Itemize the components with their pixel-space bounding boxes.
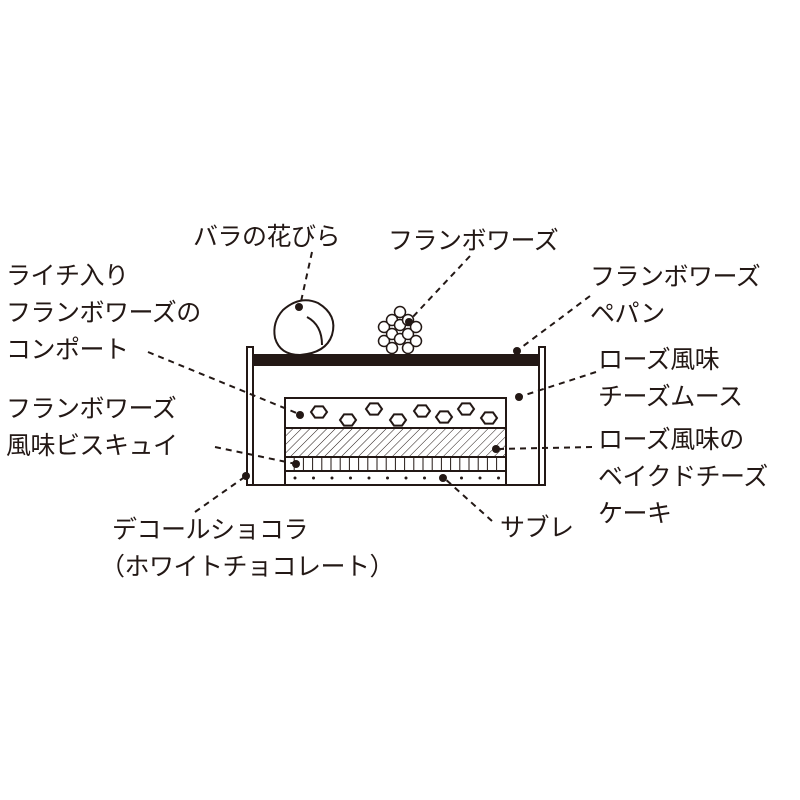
sable-dot — [293, 476, 297, 480]
label-decor-chocolate: デコールショコラ （ホワイトチョコレート） — [100, 511, 395, 585]
label-line: フランボワーズ — [590, 262, 761, 291]
raspberry-drupelet — [401, 327, 415, 341]
raspberry-drupelet — [409, 334, 423, 348]
label-line: （ホワイトチョコレート） — [100, 552, 395, 581]
raspberry-drupelet — [393, 305, 407, 319]
baked-cheesecake-layer — [284, 427, 507, 458]
label-rose-cheese-mousse: ローズ風味 チーズムース — [598, 341, 743, 415]
label-line: フランボワーズ — [6, 394, 177, 423]
label-lychee-compote: ライチ入り フランボワーズの コンポート — [6, 257, 201, 368]
label-sable: サブレ — [500, 513, 574, 542]
label-line: ローズ風味 — [598, 345, 720, 374]
label-line: デコールショコラ — [112, 515, 309, 544]
raspberry-drupelet — [385, 341, 399, 355]
label-line: ペパン — [590, 299, 665, 328]
decor-wall-right — [538, 346, 546, 486]
label-line: ケーキ — [598, 499, 672, 528]
label-line: コンポート — [6, 335, 129, 364]
decor-wall-left — [246, 346, 254, 486]
label-framboise-pepin: フランボワーズ ペパン — [590, 258, 761, 332]
label-rose-petal: バラの花びら — [193, 222, 341, 251]
lychee-piece-icon — [479, 411, 499, 425]
label-framboise: フランボワーズ — [388, 226, 559, 255]
sable-dot — [497, 476, 500, 480]
label-line: 風味ビスキュイ — [6, 431, 178, 460]
label-line: ベイクドチーズ — [598, 462, 768, 491]
sable-dot — [386, 476, 389, 480]
label-baked-cheesecake: ローズ風味の ベイクドチーズ ケーキ — [598, 421, 768, 532]
sable-dot — [330, 476, 334, 480]
lychee-piece-icon — [364, 402, 384, 416]
sable-dot — [312, 476, 315, 480]
raspberry-drupelet — [409, 320, 423, 334]
sable-dot — [423, 476, 426, 480]
label-line: ローズ風味の — [598, 425, 744, 454]
pepin-layer — [252, 354, 540, 366]
sable-dot — [478, 476, 482, 480]
label-line: フランボワーズの — [6, 298, 201, 327]
sable-dot — [367, 476, 371, 480]
label-line: チーズムース — [598, 382, 743, 411]
sable-dot — [460, 476, 463, 480]
lychee-piece-icon — [434, 410, 454, 424]
sable-dot — [404, 476, 408, 480]
raspberry-drupelet — [377, 320, 391, 334]
raspberry-drupelet — [377, 334, 391, 348]
lychee-piece-icon — [412, 404, 432, 418]
label-framboise-biscuit: フランボワーズ 風味ビスキュイ — [6, 390, 178, 464]
lychee-piece-icon — [388, 413, 408, 427]
lychee-piece-icon — [456, 402, 476, 416]
lychee-piece-icon — [309, 405, 329, 419]
lychee-piece-icon — [338, 413, 358, 427]
label-line: ライチ入り — [6, 261, 129, 290]
raspberry-drupelet — [401, 341, 415, 355]
rose-petal-icon — [273, 299, 335, 357]
sable-layer — [284, 470, 507, 486]
sable-dot — [349, 476, 352, 480]
